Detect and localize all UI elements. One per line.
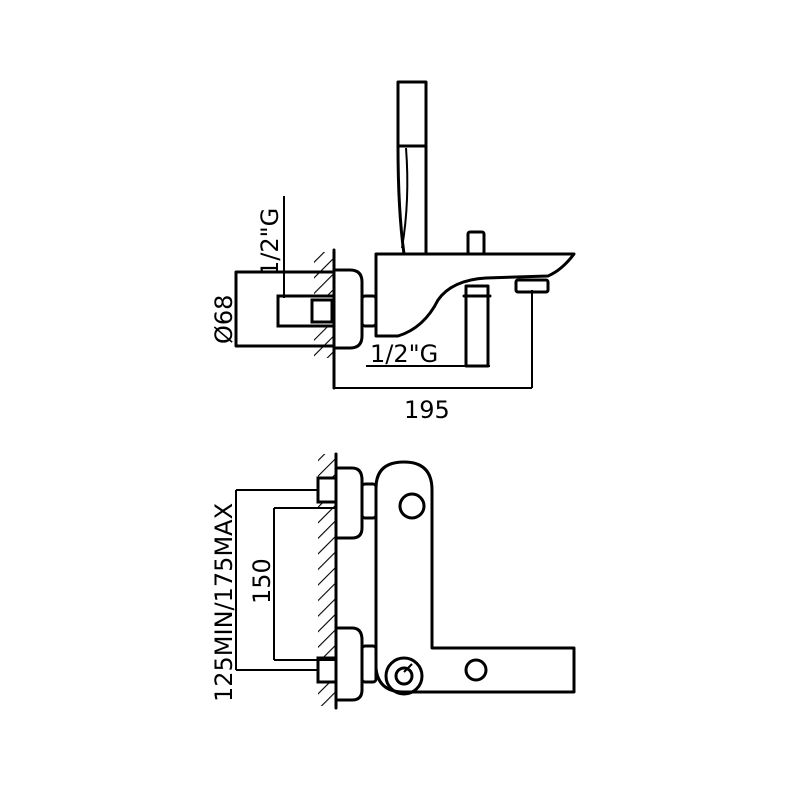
range-label: 125MIN/175MAX [210, 503, 238, 702]
inlet-pipe-end [310, 298, 334, 324]
length-label: 195 [404, 396, 450, 424]
hand-shower-handle [396, 144, 428, 256]
rosette [332, 268, 364, 350]
diameter-label: Ø68 [210, 295, 238, 344]
diverter-inner [394, 666, 414, 686]
top-wall-hatch [318, 454, 336, 706]
hand-shower-head [396, 80, 428, 148]
upper-nut [316, 476, 338, 504]
thread-horizontal-label: 1/2"G [370, 340, 438, 368]
thread-vertical-label: 1/2"G [256, 208, 284, 276]
hand-shower-detail [401, 147, 409, 249]
upper-union [360, 482, 378, 520]
hose-guide [464, 284, 490, 368]
connector-nut [360, 294, 378, 328]
side-view: 1/2"G Ø68 1/2"G 195 [210, 80, 576, 424]
diverter-mark [403, 663, 413, 673]
outlet-hole [464, 658, 488, 682]
faucet-body [374, 252, 576, 338]
centers-label: 150 [248, 558, 276, 604]
lower-nut [316, 656, 338, 684]
lever-pivot [398, 492, 426, 520]
lower-rosette [334, 626, 364, 702]
diverter-knob [466, 230, 486, 256]
diverter-outer [384, 656, 424, 696]
top-view: 125MIN/175MAX 150 [210, 452, 576, 710]
lower-union [360, 644, 378, 684]
body-outline [374, 460, 576, 694]
upper-rosette [334, 466, 364, 540]
